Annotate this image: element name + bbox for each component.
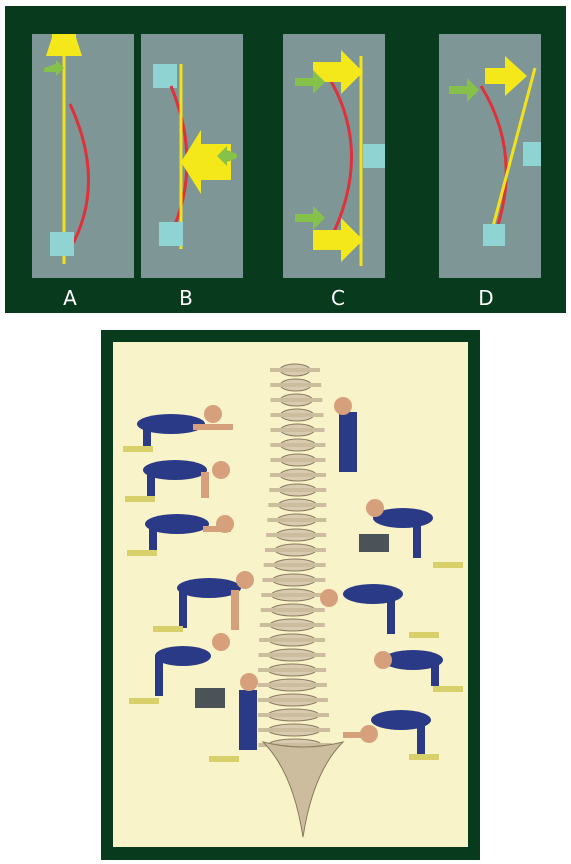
- small-arrow: [449, 78, 479, 102]
- diagram-a: [32, 34, 134, 278]
- figure-6: [209, 673, 258, 762]
- spine-column: [258, 364, 332, 751]
- figure-4: [153, 571, 254, 632]
- vertebra-process: [258, 728, 330, 732]
- vertebra-process: [261, 608, 325, 612]
- vertebra-process: [264, 563, 326, 567]
- marker-square: [523, 142, 541, 166]
- figure-2: [125, 460, 230, 502]
- spine-poster-canvas: [113, 342, 468, 847]
- diagram-c: [283, 34, 385, 278]
- figure-5: [129, 633, 230, 708]
- vertebra-process: [267, 518, 326, 522]
- vertebra-process: [262, 578, 325, 582]
- label-c: C: [323, 286, 353, 310]
- curve: [481, 86, 506, 234]
- diagram-b: [141, 34, 243, 278]
- label-b: B: [171, 286, 201, 310]
- vertebra-process: [270, 383, 321, 387]
- marker-square: [483, 224, 505, 246]
- vertebra-process: [270, 398, 322, 402]
- figure-7: [334, 397, 357, 472]
- vertebra-process: [270, 473, 326, 477]
- marker-square: [153, 64, 177, 88]
- sacrum: [263, 742, 343, 837]
- force-arrow-head: [46, 34, 82, 56]
- marker-square: [363, 144, 385, 168]
- vertebra-process: [258, 713, 329, 717]
- figure-1: [123, 405, 233, 452]
- vertebra-process: [271, 428, 325, 432]
- marker-square: [159, 222, 183, 246]
- curve: [328, 76, 352, 244]
- vertebra-process: [269, 488, 326, 492]
- vertebra-process: [259, 653, 326, 657]
- vertebra-process: [261, 593, 325, 597]
- diagram-b-drawing: [141, 34, 243, 278]
- spine-poster: [101, 330, 480, 860]
- figure-11: [343, 710, 439, 760]
- label-d: D: [471, 286, 501, 310]
- figure-9: [320, 584, 439, 638]
- force-diagrams-panel: A B C D: [5, 6, 566, 313]
- marker-square: [50, 232, 74, 256]
- vertebra-process: [268, 503, 326, 507]
- vertebra-process: [266, 533, 326, 537]
- curve: [70, 104, 89, 249]
- vertebra-process: [270, 443, 325, 447]
- figure-3: [127, 514, 234, 556]
- diagram-d: [439, 34, 541, 278]
- vertebra-process: [270, 368, 320, 372]
- vertebra-process: [258, 698, 328, 702]
- diagram-d-drawing: [439, 34, 541, 278]
- vertebra-process: [258, 683, 327, 687]
- diagram-c-drawing: [283, 34, 385, 278]
- vertebra-process: [260, 623, 325, 627]
- figure-10: [374, 650, 463, 692]
- label-a: A: [55, 286, 85, 310]
- figure-8: [359, 499, 463, 568]
- vertebra-process: [259, 638, 325, 642]
- force-arrow: [485, 56, 527, 96]
- small-arrow: [44, 60, 64, 76]
- small-arrow: [295, 206, 325, 230]
- spine-illustration: [113, 342, 468, 847]
- vertebra-process: [265, 548, 326, 552]
- force-arrow: [313, 50, 363, 94]
- vertebra-process: [271, 413, 324, 417]
- vertebra-process: [270, 458, 325, 462]
- vertebra-process: [258, 668, 326, 672]
- diagram-a-drawing: [32, 34, 134, 278]
